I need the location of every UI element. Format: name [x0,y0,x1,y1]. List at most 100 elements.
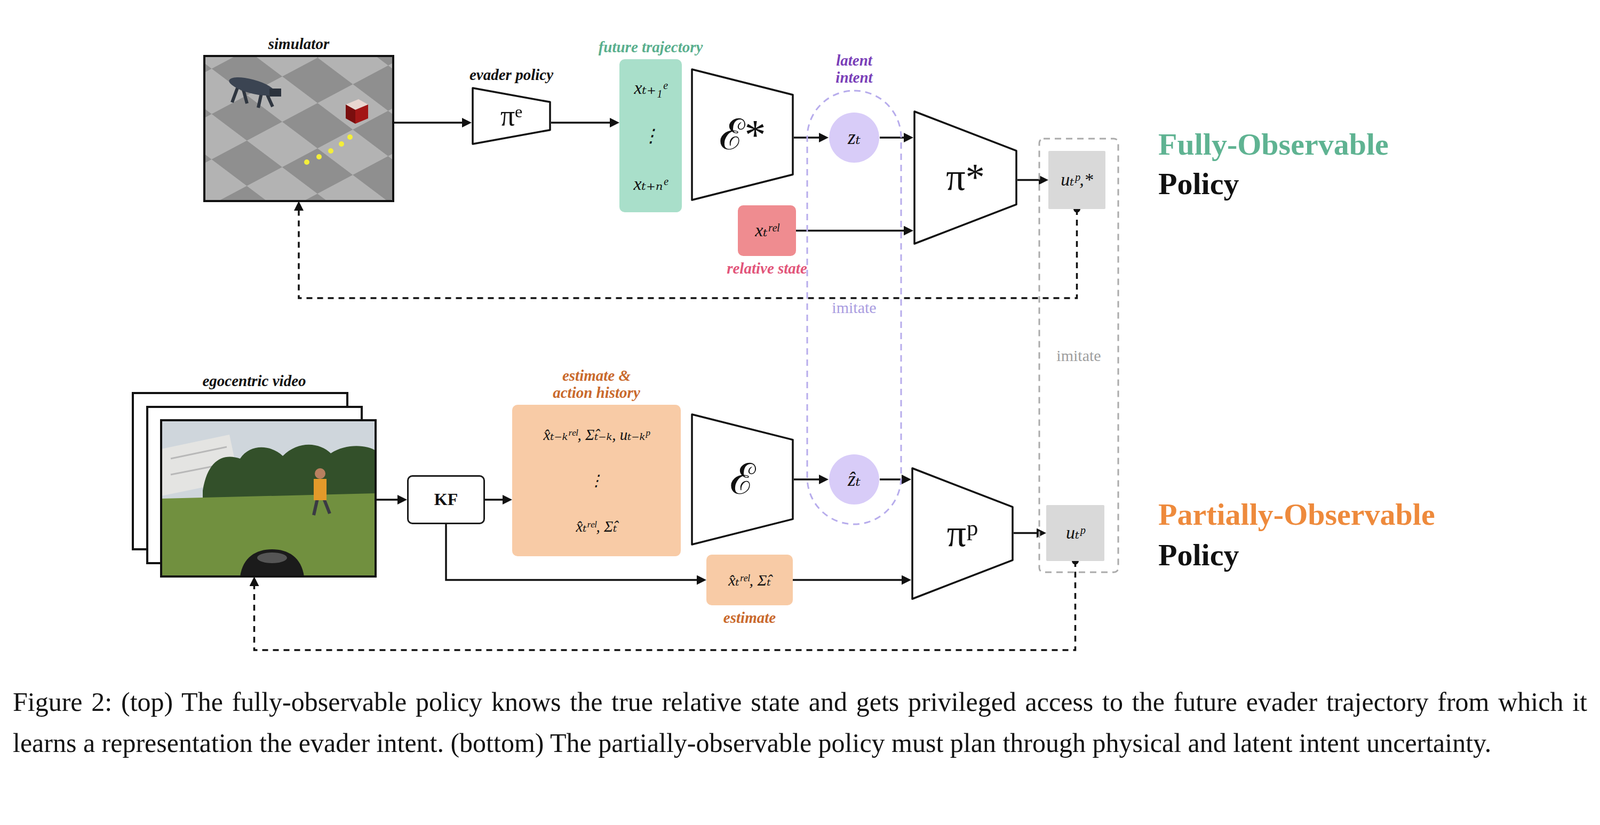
trajectory-dots [304,159,310,165]
imitation-group: imitate uₜᵖ,* uₜᵖ [1038,137,1120,574]
latent-circle-outline [829,112,880,163]
simulator-scene [204,56,394,202]
robot-dog [232,88,238,103]
action-box: uₜᵖ [1046,505,1105,562]
flow-arrow [551,121,610,124]
text-line: xₜ₊₁ᵉ [633,64,668,113]
filter-box: KF [407,475,485,525]
policy-trapezoid: π* [913,110,1018,245]
node-text: πᵉ [500,100,523,132]
imitation-group-outline [807,90,902,525]
imitation-group: imitatelatent intentzₜẑₜ [806,89,903,526]
node-heading: simulator [268,35,330,53]
node-text: ℰ [729,456,756,504]
policy-title: Policy [1158,538,1239,573]
text-line: x̂ₜʳᵉˡ, Σ̂ₜ [543,503,650,550]
node-heading: relative state [726,260,808,278]
robot-front [257,552,288,564]
node-heading: estimate & action history [546,367,647,402]
node-text: xₜ₊₁ᵉ ⋮ xₜ₊ₙᵉ [633,64,668,209]
estimate-box: x̂ₜʳᵉˡ, Σ̂ₜestimate [706,554,793,606]
trajectory-dots [347,134,353,140]
text-line: ⋮ [633,112,668,161]
flow-arrow [393,121,463,124]
node-heading: future trajectory [598,38,704,57]
flow-arrow [375,498,398,501]
person [314,468,326,480]
policy-trapezoid-outline [472,88,551,145]
policy-trapezoid-outline [914,111,1017,244]
policy-title: Partially-Observable [1158,497,1436,532]
node-heading: evader policy [469,66,554,84]
simulator-frame [204,56,394,202]
building [170,447,227,459]
encoder-trapezoid: ℰ [690,413,794,546]
robot-dog [227,73,277,100]
flow-arrow [795,229,904,233]
person [323,498,330,514]
simulator-floor [204,56,394,202]
node-text: ẑₜ [847,467,861,492]
video-frames [161,420,376,577]
video-photo [161,420,376,577]
node-text: KF [434,490,458,509]
robot-dog [267,94,273,107]
latent-circle-outline [829,454,880,505]
node-text: uₜᵖ [1065,522,1085,545]
action-box: uₜᵖ,* [1048,150,1106,210]
node-text: imitate [1056,346,1101,365]
text-line: x̂ₜ₋ₖʳᵉˡ, Σ̂ₜ₋ₖ, uₜ₋ₖᵖ [543,411,650,458]
flow-arrow [793,478,819,481]
node-text: πᵖ [946,512,979,555]
flow-arrow [792,579,902,582]
node-text: x̂ₜʳᵉˡ, Σ̂ₜ [728,570,771,591]
policy-title: Fully-Observable [1158,127,1389,162]
flow-arrow [1013,532,1037,535]
node-text: xₜʳᵉˡ [754,219,779,242]
target-cube [355,104,369,124]
person [313,498,318,516]
flow-arrow [1017,179,1039,182]
flow-arrow [484,498,503,501]
node-text: π* [945,156,985,199]
text-line: ⋮ [543,457,650,504]
target-cube [345,104,356,124]
trajectory-dots [304,134,353,165]
node-text: x̂ₜ₋ₖʳᵉˡ, Σ̂ₜ₋ₖ, uₜ₋ₖᵖ ⋮ x̂ₜʳᵉˡ, Σ̂ₜ [543,411,650,550]
video-frames: egocentric video [132,393,376,577]
imitation-group-outline [1039,138,1119,573]
text-line: xₜ₊ₙᵉ [633,160,668,209]
policy-trapezoid: πᵖ [911,467,1014,601]
sky [161,420,376,577]
simulator-view: simulator [204,56,394,202]
node-text: uₜᵖ,* [1060,169,1094,191]
robot-front [240,549,305,577]
node-text: zₜ [847,125,861,150]
trajectory-box: future trajectoryxₜ₊₁ᵉ ⋮ xₜ₊ₙᵉ [619,59,682,213]
node-heading: latent intent [835,52,873,87]
trajectory-dots [338,141,345,147]
trajectory-dots [328,148,334,154]
node-heading: estimate [723,609,776,627]
policy-trapezoid: evader policyπᵉ [471,86,552,146]
encoder-trapezoid: ℰ* [690,68,794,202]
policy-title: Policy [1158,166,1239,202]
grass [161,493,376,577]
target-cube [345,99,369,124]
trajectory-dots [316,154,322,160]
encoder-trapezoid-outline [691,414,793,545]
policy-trapezoid-outline [912,468,1013,600]
state-box: xₜʳᵉˡrelative state [737,205,796,257]
node-heading: egocentric video [202,372,306,390]
robot-dog [269,88,282,97]
flow-arrow [879,478,902,481]
latent-circle: latent intentzₜ [828,112,880,164]
node-text: ℰ* [719,111,767,159]
encoder-trapezoid-outline [691,69,793,201]
person [313,468,330,516]
video-frames [132,393,376,577]
robot-dog [258,93,262,108]
robot-dog [227,73,282,108]
